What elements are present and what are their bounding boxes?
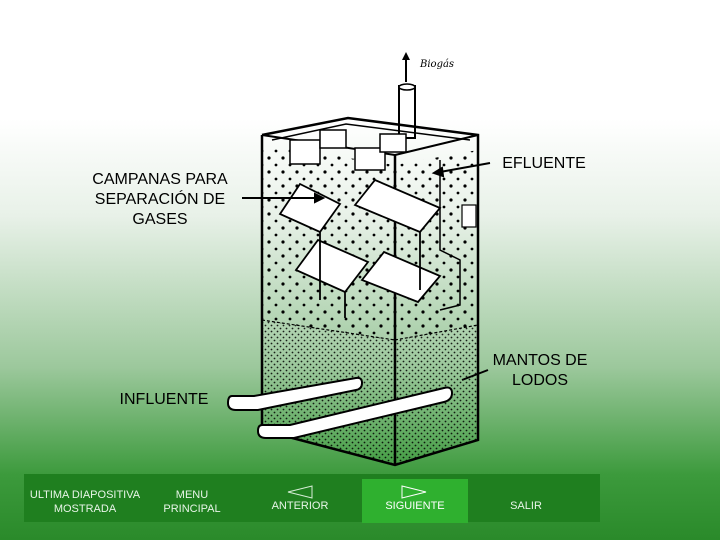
main-menu-line-1: MENU: [144, 488, 240, 502]
arrow-right-icon: [362, 485, 468, 499]
previous-button[interactable]: ANTERIOR: [242, 479, 358, 523]
arrow-left-icon: [242, 485, 358, 499]
next-button[interactable]: SIGUIENTE: [362, 479, 468, 523]
exit-label: SALIR: [472, 499, 580, 513]
previous-label: ANTERIOR: [242, 499, 358, 513]
last-slide-line-1: ULTIMA DIAPOSITIVA: [26, 488, 144, 502]
last-slide-button[interactable]: ULTIMA DIAPOSITIVA MOSTRADA: [26, 479, 144, 523]
campanas-line-3: GASES: [74, 210, 246, 230]
main-menu-button[interactable]: MENU PRINCIPAL: [144, 479, 240, 523]
campanas-label: CAMPANAS PARA SEPARACIÓN DE GASES: [74, 170, 246, 230]
next-label: SIGUIENTE: [362, 499, 468, 513]
exit-button[interactable]: SALIR: [472, 479, 580, 523]
exit-spacer: [472, 485, 580, 499]
mantos-line-2: LODOS: [480, 371, 600, 391]
last-slide-line-2: MOSTRADA: [26, 502, 144, 516]
influente-label: INFLUENTE: [104, 390, 224, 410]
campanas-line-2: SEPARACIÓN DE: [74, 190, 246, 210]
main-menu-line-2: PRINCIPAL: [144, 502, 240, 516]
mantos-label: MANTOS DE LODOS: [480, 351, 600, 391]
mantos-line-1: MANTOS DE: [480, 351, 600, 371]
gas-outlet-label: Biogás: [420, 59, 454, 71]
efluente-label: EFLUENTE: [494, 154, 594, 174]
campanas-line-1: CAMPANAS PARA: [74, 170, 246, 190]
